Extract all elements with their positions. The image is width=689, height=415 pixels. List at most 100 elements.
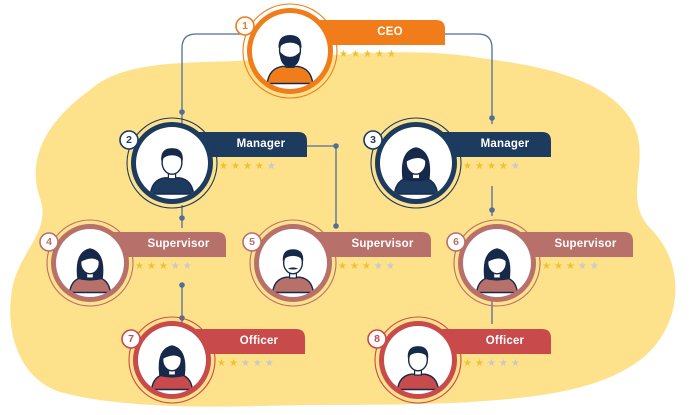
avatar-fringe	[487, 251, 507, 262]
node-supervisor-2	[242, 219, 431, 307]
role-label: Supervisor	[554, 238, 617, 250]
number-badge	[446, 232, 466, 252]
connector-ceo-to-manager-2	[333, 33, 493, 124]
role-label: Supervisor	[351, 238, 414, 250]
role-label: Officer	[239, 335, 279, 347]
star-empty-icon: ★	[373, 261, 386, 272]
node-supervisor-3	[446, 219, 633, 307]
node-supervisor-1	[39, 219, 226, 307]
rating-stars: ★★★★★	[338, 261, 398, 272]
star-filled-icon: ★	[362, 49, 375, 60]
avatar-outer-ring	[453, 219, 541, 307]
avatar-clip-group	[475, 248, 519, 294]
avatar-hair	[161, 148, 183, 161]
node-number: 8	[374, 333, 380, 345]
avatar-shirt	[271, 276, 315, 294]
star-filled-icon: ★	[350, 49, 363, 60]
mustache-man-avatar	[271, 249, 315, 294]
star-filled-icon: ★	[553, 261, 566, 272]
star-filled-icon: ★	[135, 261, 147, 272]
star-filled-icon: ★	[361, 261, 374, 272]
avatar-outer-ring	[126, 117, 218, 209]
avatar-clip-group	[396, 346, 440, 391]
number-badge	[121, 329, 141, 349]
star-filled-icon: ★	[339, 49, 351, 60]
woman-avatar	[150, 345, 194, 391]
star-empty-icon: ★	[170, 261, 183, 272]
star-filled-icon: ★	[486, 161, 499, 172]
number-badge	[367, 329, 387, 349]
number-badge	[119, 130, 139, 150]
node-number: 1	[242, 20, 248, 32]
connector-dot	[179, 282, 185, 288]
star-empty-icon: ★	[240, 358, 253, 369]
star-filled-icon: ★	[474, 358, 487, 369]
star-filled-icon: ★	[463, 161, 475, 172]
woman-avatar	[393, 147, 439, 195]
star-empty-icon: ★	[266, 161, 279, 172]
star-empty-icon: ★	[182, 261, 195, 272]
chart-nodes	[39, 3, 633, 404]
node-manager-1	[119, 117, 307, 209]
role-label: Supervisor	[147, 238, 210, 250]
avatar-hair	[278, 35, 302, 49]
rating-stars: ★★★★★	[135, 261, 195, 272]
avatar-clip-group	[271, 249, 315, 294]
star-filled-icon: ★	[158, 261, 171, 272]
star-filled-icon: ★	[217, 358, 229, 369]
star-empty-icon: ★	[510, 358, 523, 369]
node-number: 5	[249, 236, 255, 248]
role-label: Officer	[485, 335, 525, 347]
rating-stars: ★★★★★	[463, 358, 523, 369]
avatar-clip-group	[150, 345, 194, 391]
node-number: 2	[126, 134, 132, 146]
star-empty-icon: ★	[577, 261, 590, 272]
node-manager-2	[363, 117, 551, 209]
man-avatar	[149, 148, 195, 195]
star-empty-icon: ★	[498, 358, 511, 369]
star-empty-icon: ★	[486, 358, 499, 369]
avatar-fringe	[162, 348, 182, 359]
rating-stars: ★★★★★	[217, 358, 277, 369]
avatar-shirt	[396, 373, 440, 391]
star-filled-icon: ★	[146, 261, 159, 272]
node-ceo	[235, 3, 445, 99]
avatar-fringe	[406, 150, 426, 162]
connector-lines	[179, 33, 495, 324]
node-officer-1	[121, 316, 305, 404]
star-filled-icon: ★	[230, 161, 243, 172]
rating-stars: ★★★★★	[219, 161, 279, 172]
avatar-outer-ring	[374, 316, 462, 404]
connector-dot	[179, 109, 185, 115]
avatar-fringe	[80, 251, 100, 262]
star-filled-icon: ★	[228, 358, 241, 369]
star-filled-icon: ★	[242, 161, 255, 172]
connector-dot	[179, 215, 185, 221]
avatar-outer-ring	[242, 3, 338, 99]
rating-stars: ★★★★★	[339, 49, 399, 60]
rating-stars: ★★★★★	[463, 161, 523, 172]
number-badge	[242, 232, 262, 252]
avatar-clip-group	[266, 35, 314, 85]
connector-ceo-to-manager-1	[181, 33, 249, 124]
woman-avatar	[68, 248, 112, 294]
star-filled-icon: ★	[374, 49, 387, 60]
number-badge	[235, 16, 255, 36]
star-empty-icon: ★	[589, 261, 602, 272]
avatar-outer-ring	[249, 219, 337, 307]
connector-dot	[489, 207, 495, 213]
role-label: CEO	[377, 26, 403, 38]
number-badge	[363, 130, 383, 150]
star-filled-icon: ★	[542, 261, 554, 272]
avatar-outer-ring	[370, 117, 462, 209]
star-filled-icon: ★	[349, 261, 362, 272]
star-filled-icon: ★	[254, 161, 267, 172]
star-empty-icon: ★	[252, 358, 265, 369]
avatar-outer-ring	[46, 219, 134, 307]
avatar-hair	[407, 346, 429, 359]
star-filled-icon: ★	[474, 161, 487, 172]
connector-dot	[489, 115, 495, 121]
connector-dot	[333, 223, 339, 229]
